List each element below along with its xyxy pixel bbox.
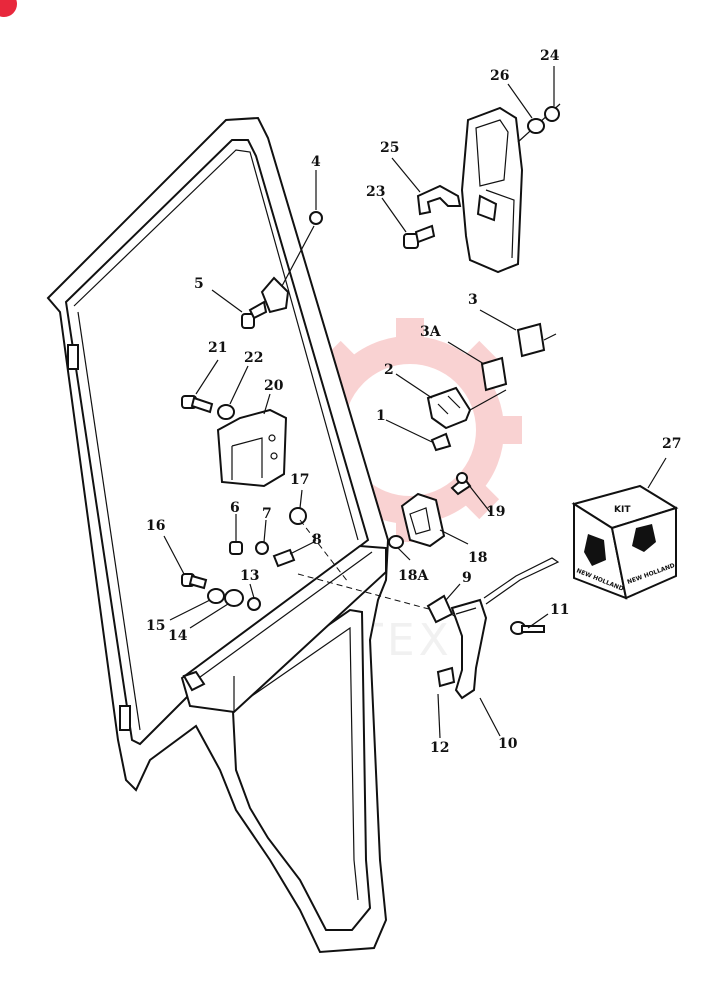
nut-17 xyxy=(289,507,307,525)
latch-18 xyxy=(400,492,446,548)
bracket-4-5 xyxy=(260,225,315,314)
callout-27: 27 xyxy=(662,436,681,452)
handle-10 xyxy=(450,557,560,700)
plate-3 xyxy=(516,322,557,358)
callout-12: 12 xyxy=(430,740,449,756)
callout-6: 6 xyxy=(230,500,240,516)
washer-15 xyxy=(207,588,225,604)
callout-25: 25 xyxy=(380,140,399,156)
callout-11: 11 xyxy=(550,602,569,618)
clip-12 xyxy=(436,666,456,688)
callout-22: 22 xyxy=(244,350,263,366)
callout-26: 26 xyxy=(490,68,509,84)
callout-2: 2 xyxy=(384,362,394,378)
nut-13 xyxy=(247,597,261,611)
corner-badge xyxy=(0,0,17,17)
callout-9: 9 xyxy=(462,570,472,586)
clip-8 xyxy=(272,548,296,568)
new-holland-logo-icon xyxy=(584,524,656,566)
callout-13: 13 xyxy=(240,568,259,584)
striker-2 xyxy=(426,386,507,430)
door-frame xyxy=(46,116,390,954)
washer-14 xyxy=(224,589,244,607)
bolt-6 xyxy=(229,541,243,555)
callout-14: 14 xyxy=(168,628,188,644)
bolt-16 xyxy=(181,573,208,590)
washer-22 xyxy=(217,404,235,420)
callout-18a: 18A xyxy=(398,568,429,584)
callout-20: 20 xyxy=(264,378,284,394)
bolt-5 xyxy=(241,300,268,329)
part-7 xyxy=(255,541,269,555)
bracket-20 xyxy=(216,408,288,488)
callout-18: 18 xyxy=(468,550,487,566)
callout-7: 7 xyxy=(262,506,272,522)
callout-8: 8 xyxy=(312,532,322,548)
callout-17: 17 xyxy=(290,472,309,488)
callout-labels: 1 2 3 3A 4 5 6 7 8 9 10 11 12 13 14 15 1… xyxy=(146,48,681,756)
callout-19: 19 xyxy=(486,504,505,520)
callout-3: 3 xyxy=(468,292,478,308)
latch-striker-mount xyxy=(460,103,561,274)
callout-23: 23 xyxy=(366,184,385,200)
bolt-23 xyxy=(403,224,436,249)
callout-4: 4 xyxy=(311,154,321,170)
callout-15: 15 xyxy=(146,618,165,634)
hook-25 xyxy=(416,184,462,216)
callout-5: 5 xyxy=(194,276,204,292)
pin-18a xyxy=(388,535,404,549)
callout-3a: 3A xyxy=(420,324,442,340)
callout-24: 24 xyxy=(540,48,560,64)
key-11 xyxy=(510,621,545,635)
kit-label: KIT xyxy=(614,505,631,515)
nut-24 xyxy=(544,106,560,122)
bolt-21 xyxy=(181,395,214,414)
washer-26 xyxy=(527,118,545,134)
plate-9 xyxy=(426,594,454,624)
plate-3a xyxy=(480,356,508,392)
callout-16: 16 xyxy=(146,518,165,534)
callout-10: 10 xyxy=(498,736,518,752)
callout-21: 21 xyxy=(208,340,227,356)
screw-1 xyxy=(430,432,452,452)
kit-box: KIT NEW HOLLAND NEW HOLLAND xyxy=(571,484,679,600)
callout-1: 1 xyxy=(376,408,386,424)
nut-4 xyxy=(309,211,323,225)
leader-lines xyxy=(163,66,667,739)
